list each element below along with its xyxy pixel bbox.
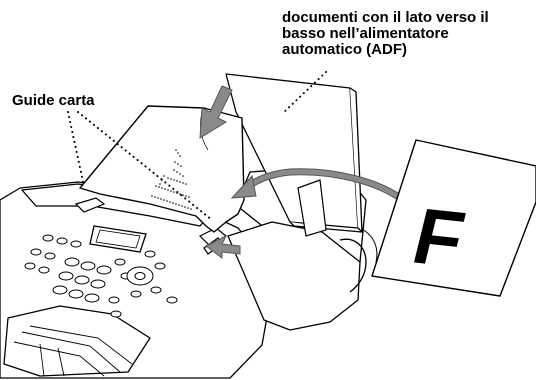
adf-label-line-3: automatico (ADF)	[282, 41, 407, 58]
keypad	[24, 234, 178, 318]
paper-guide-label: Guide carta	[12, 92, 95, 109]
front-document-sheet	[79, 105, 245, 233]
adf-instruction-label: documenti con il lato verso il basso nel…	[282, 10, 536, 58]
stack-support	[297, 179, 327, 237]
original-document-sheet	[371, 139, 536, 297]
feed-arrow	[205, 234, 241, 259]
adf-label-line-2: basso nell’alimentatore	[282, 25, 449, 42]
insert-arrow	[199, 85, 233, 139]
rear-tray-curl	[339, 238, 367, 293]
nav-dial	[126, 266, 154, 286]
adf-label-line-1: documenti con il lato verso il	[282, 9, 489, 26]
callout-leaders	[67, 71, 327, 221]
dotted-document-content	[151, 149, 192, 210]
flip-arrow	[230, 168, 411, 207]
lcd-display	[89, 225, 147, 253]
output-tray-ridges	[13, 325, 133, 377]
document-stack	[225, 73, 363, 233]
